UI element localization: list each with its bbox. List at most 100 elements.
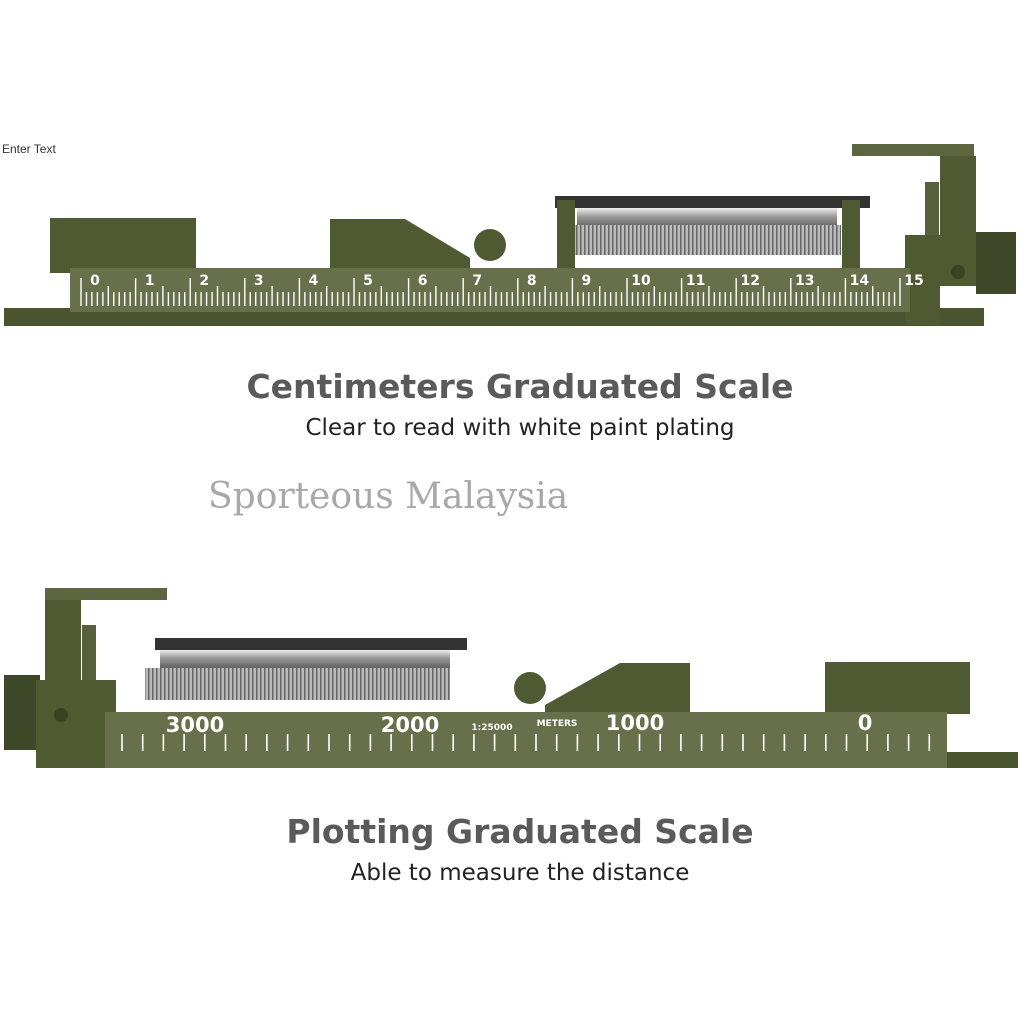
tick-mark xyxy=(347,292,350,306)
tick-mark xyxy=(118,292,120,306)
tick-mark xyxy=(844,278,847,306)
sight xyxy=(45,588,167,600)
compass-dial xyxy=(145,668,450,700)
tick-mark xyxy=(653,286,655,306)
tick-mark xyxy=(233,292,235,306)
tick-mark xyxy=(804,734,806,751)
tick-mark xyxy=(724,292,726,306)
tick-mark xyxy=(686,292,688,306)
tick-mark xyxy=(757,292,759,306)
tick-mark xyxy=(669,292,672,306)
tick-mark xyxy=(555,292,557,306)
tick-mark xyxy=(795,292,797,306)
tick-mark xyxy=(506,292,508,306)
tick-mark xyxy=(309,292,312,306)
tick-mark xyxy=(577,292,579,306)
tick-mark xyxy=(224,734,227,751)
bottom-compass-ruler: 3000 2000 1000 0 1:25000 METERS xyxy=(4,588,1018,768)
scale-number: 8 xyxy=(527,273,537,289)
tick-mark xyxy=(784,292,787,306)
tick-mark xyxy=(402,292,404,306)
tick-mark xyxy=(452,734,454,751)
tick-mark xyxy=(597,734,599,751)
scale-number: 11 xyxy=(686,273,705,289)
tick-mark xyxy=(535,734,537,751)
tick-mark xyxy=(618,734,620,751)
tick-mark xyxy=(391,292,393,306)
scale-number: 7 xyxy=(472,273,482,289)
tick-mark xyxy=(141,734,144,751)
tick-mark xyxy=(457,292,459,306)
bottom-subtitle: Able to measure the distance xyxy=(350,860,690,886)
tick-mark xyxy=(265,292,268,306)
tick-mark xyxy=(287,292,290,306)
tick-mark xyxy=(855,292,858,306)
tick-mark xyxy=(648,292,650,306)
tick-mark xyxy=(730,292,732,306)
tick-mark xyxy=(328,734,330,751)
tick-mark xyxy=(740,292,743,306)
tick-mark xyxy=(348,734,351,751)
tick-mark xyxy=(779,292,781,306)
tick-mark xyxy=(680,734,682,751)
tick-mark xyxy=(407,278,410,306)
tick-mark xyxy=(751,292,754,306)
tick-mark xyxy=(735,278,737,306)
tick-mark xyxy=(121,734,123,751)
tick-mark xyxy=(642,292,645,306)
tick-mark xyxy=(538,292,541,306)
tick-mark xyxy=(390,734,392,751)
scale-number: 9 xyxy=(582,273,592,289)
tick-mark xyxy=(533,292,535,306)
scale-number: 6 xyxy=(418,273,428,289)
tick-mark xyxy=(271,286,273,306)
scale-number: 4 xyxy=(309,273,319,289)
scale-number: 13 xyxy=(795,273,814,289)
ratio-label: 1:25000 xyxy=(471,723,512,733)
tick-mark xyxy=(576,734,579,751)
tick-mark xyxy=(850,292,852,306)
tick-mark xyxy=(205,292,208,306)
scale-number: 12 xyxy=(740,273,759,289)
tick-mark xyxy=(637,292,639,306)
tick-mark xyxy=(593,292,595,306)
hinge xyxy=(514,672,546,704)
tick-mark xyxy=(713,292,716,306)
tick-mark xyxy=(107,286,109,306)
tick-mark xyxy=(467,292,470,306)
tick-mark xyxy=(85,292,88,306)
top-subtitle: Clear to read with white paint plating xyxy=(305,415,735,441)
tick-mark xyxy=(451,292,453,306)
scale-number: 0 xyxy=(858,711,873,735)
tick-mark xyxy=(566,292,568,306)
tick-mark xyxy=(928,734,931,751)
compass-bezel xyxy=(160,650,450,670)
tick-mark xyxy=(462,278,464,306)
scale-number: 14 xyxy=(850,273,870,289)
tick-mark xyxy=(216,286,219,306)
tick-mark xyxy=(495,292,497,306)
hinge xyxy=(474,229,506,261)
tick-mark xyxy=(599,286,601,306)
tick-mark xyxy=(102,292,104,306)
tick-mark xyxy=(173,292,175,306)
tick-mark xyxy=(162,286,164,306)
tick-mark xyxy=(899,278,901,306)
enter-text-label: Enter Text xyxy=(2,142,56,156)
tick-mark xyxy=(549,292,552,306)
tick-mark xyxy=(211,292,213,306)
tick-mark xyxy=(440,292,443,306)
tick-mark xyxy=(326,286,328,306)
tick-mark xyxy=(162,734,165,751)
tick-mark xyxy=(691,292,694,306)
scale-number: 5 xyxy=(363,273,373,289)
tick-mark xyxy=(631,292,634,306)
tick-mark xyxy=(882,292,885,306)
tick-mark xyxy=(522,292,524,306)
tick-mark xyxy=(167,292,170,306)
tick-mark xyxy=(626,278,628,306)
tick-mark xyxy=(222,292,224,306)
tick-mark xyxy=(358,292,361,306)
tick-mark xyxy=(320,292,322,306)
